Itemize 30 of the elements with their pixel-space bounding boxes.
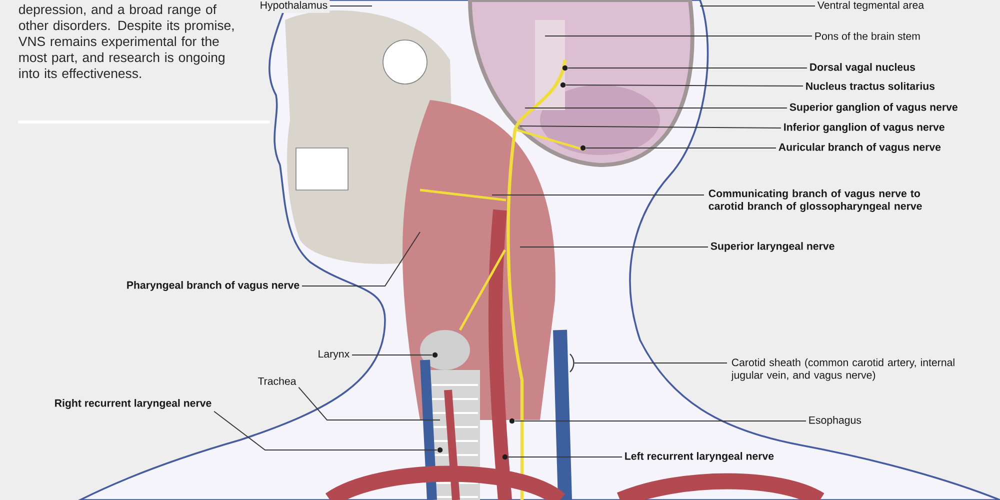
anatomy-label: Superior ganglion of vagus nerve — [790, 103, 958, 113]
anatomy-label: Pharyngeal branch of vagus nerve — [127, 281, 300, 291]
leader-line — [492, 194, 704, 196]
intro-paragraph: depression, and a broad range of other disorders. Despite its promise, VNS remains experimental for the most part, and research is ongoing into its effectiveness. — [18, 4, 234, 78]
anatomy-label: Nucleus tractus solitarius — [806, 82, 935, 90]
leader-line — [508, 456, 622, 458]
anatomy-label: Left recurrent laryngeal nerve — [625, 452, 774, 462]
anatomy-label: Communicating branch of vagus nerve to carotid branch of glossopharyngeal nerve — [708, 189, 922, 212]
leader-line — [214, 410, 438, 450]
anatomy-label: Superior laryngeal nerve — [710, 242, 834, 252]
anatomy-label: Pons of the brain stem — [815, 32, 920, 40]
leader-line — [520, 126, 782, 128]
anatomy-label: Auricular branch of vagus nerve — [778, 143, 941, 153]
anatomy-label: Hypothalamus — [258, 0, 330, 13]
leader-line — [574, 362, 728, 364]
leader-line — [520, 246, 708, 248]
leader-line — [302, 232, 420, 286]
anatomy-label: Esophagus — [809, 416, 862, 426]
leader-line — [298, 386, 440, 420]
anatomy-label: Inferior ganglion of vagus nerve — [784, 123, 944, 133]
anatomy-label: Right recurrent laryngeal nerve — [55, 399, 212, 409]
anatomy-label: Carotid sheath (common carotid artery, internal jugular vein, and vagus nerve) — [731, 358, 954, 381]
bracket — [570, 354, 574, 372]
leader-line — [352, 354, 432, 356]
anatomy-label: Trachea — [258, 377, 296, 385]
anatomy-label: Dorsal vagal nucleus — [810, 63, 915, 73]
anatomy-label: Larynx — [318, 350, 350, 360]
leader-line — [566, 84, 804, 86]
anatomy-label: Ventral tegmental area — [817, 1, 924, 11]
leader-line — [514, 420, 806, 422]
